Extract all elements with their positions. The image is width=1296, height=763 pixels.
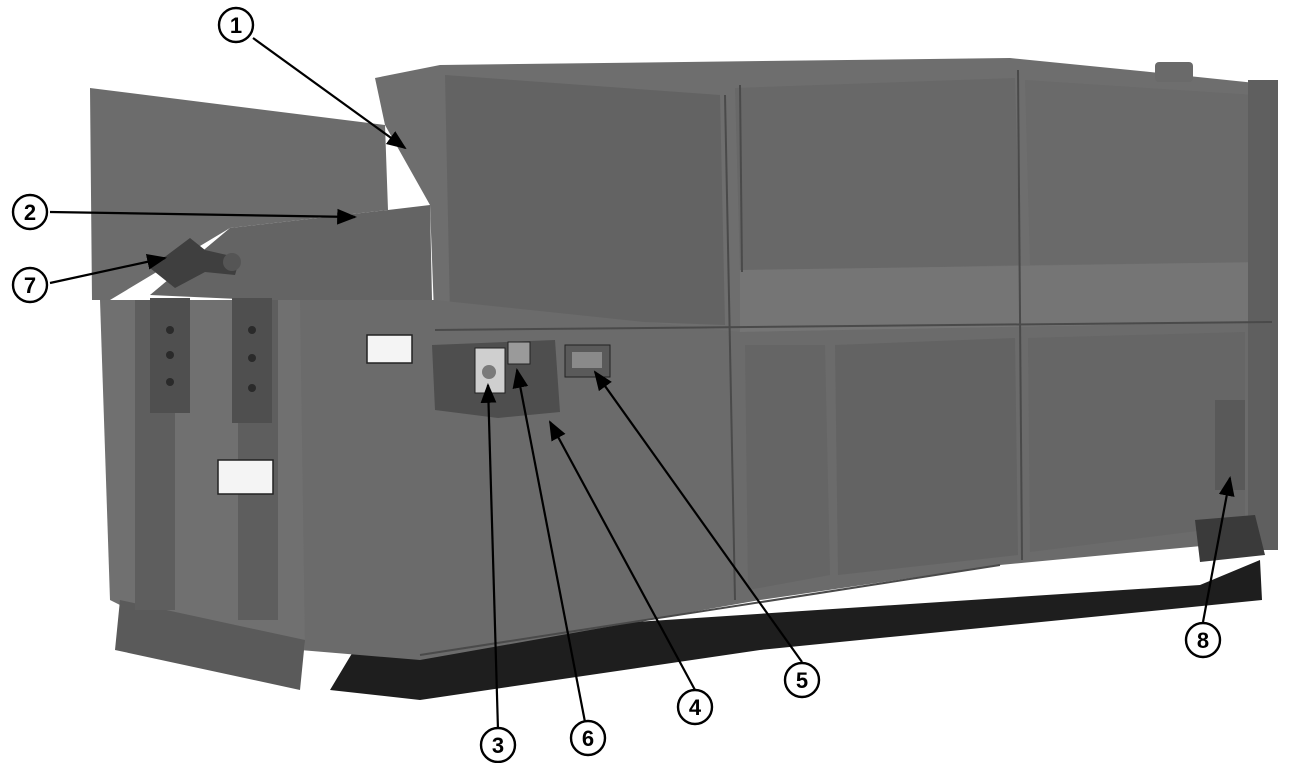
lock-plate-holes: [166, 326, 256, 392]
callout-1: 1: [217, 6, 255, 44]
svg-text:8: 8: [1197, 628, 1209, 653]
svg-text:5: 5: [796, 668, 808, 693]
callout-2: 2: [11, 193, 49, 231]
key-switch: [482, 365, 496, 379]
callout-8: 8: [1184, 621, 1222, 659]
leader-1: [252, 37, 407, 150]
svg-text:2: 2: [24, 200, 36, 225]
rear-upper-panel: [1025, 80, 1255, 265]
top-panel: [445, 75, 725, 325]
rear-latch-plate: [1215, 400, 1245, 490]
indicator-window: [572, 352, 602, 368]
svg-text:6: 6: [582, 726, 594, 751]
leader-5: [593, 370, 803, 663]
svg-text:1: 1: [230, 13, 242, 38]
svg-text:7: 7: [24, 273, 36, 298]
leader-2: [49, 208, 357, 225]
mid-upper-panel: [735, 78, 1020, 272]
front-warning-decal: [217, 459, 274, 495]
callout-5: 5: [783, 661, 821, 699]
side-warning-decal: [366, 334, 413, 364]
leader-6: [512, 368, 587, 723]
hopper-slope: [150, 205, 432, 300]
leader-8: [1201, 476, 1235, 623]
lifting-lug: [1155, 62, 1193, 82]
leader-4: [549, 420, 696, 691]
latch-lever: [150, 238, 240, 288]
leader-3: [480, 383, 500, 731]
hopper-door: [90, 88, 388, 300]
panel-seams: [419, 69, 1273, 656]
callout-3: 3: [479, 726, 517, 763]
ground-shadow: [330, 560, 1262, 700]
compactor-container: [90, 58, 1278, 700]
svg-text:4: 4: [689, 695, 702, 720]
rear-hinge-column: [1248, 80, 1278, 550]
callout-leaders: [49, 37, 1235, 731]
horizontal-band: [740, 262, 1272, 332]
lower-panel-1: [745, 345, 830, 590]
front-lower-frame: [115, 600, 305, 690]
callout-4: 4: [676, 688, 714, 726]
latch-pivot: [223, 253, 241, 271]
leader-7: [49, 254, 167, 285]
callout-6: 6: [569, 719, 607, 757]
svg-text:3: 3: [492, 733, 504, 758]
lower-panel-3: [1028, 332, 1245, 552]
rear-foot: [1195, 515, 1265, 562]
lower-panel-2: [835, 338, 1018, 575]
callout-7: 7: [11, 266, 49, 304]
pushbutton-station: [507, 341, 531, 365]
